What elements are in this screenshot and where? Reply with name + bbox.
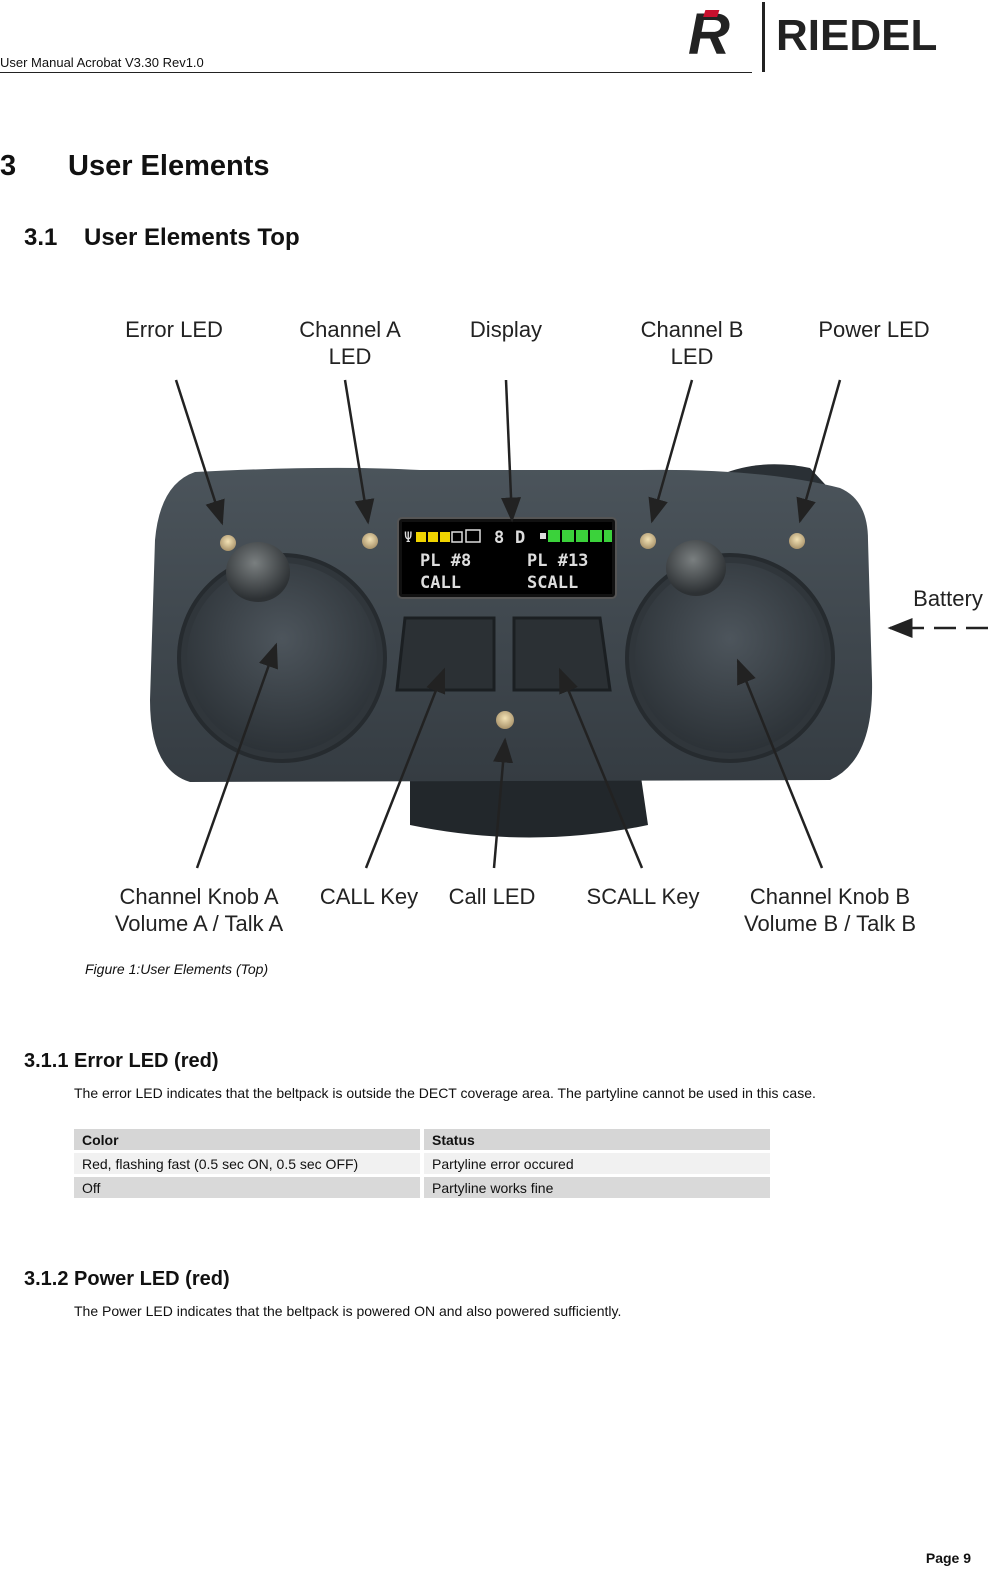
display-left-line1: PL #8 xyxy=(420,551,471,571)
display-right-line1: PL #13 xyxy=(527,551,588,571)
battery-cell xyxy=(576,530,588,542)
riedel-logo: R RIEDEL xyxy=(688,2,937,72)
beltpack-figure: Ψ 8 D PL #8 CALL PL #13 SCALL xyxy=(150,379,988,869)
display-right-line2: SCALL xyxy=(527,573,578,593)
logo-divider xyxy=(762,2,765,72)
logo-stripe xyxy=(703,10,720,17)
signal-bar xyxy=(440,532,450,542)
table-cell: Partyline works fine xyxy=(424,1177,770,1198)
arrow-call-key xyxy=(364,667,446,869)
signal-bar xyxy=(465,529,481,543)
label-battery: Battery xyxy=(913,586,983,611)
label-call-key: CALL Key xyxy=(319,884,419,909)
display-status-a: 8 xyxy=(494,528,504,548)
page-number: Page 9 xyxy=(925,1550,971,1566)
table-header-status: Status xyxy=(424,1129,770,1150)
channel-b-led xyxy=(640,533,656,549)
table-row: Red, flashing fast (0.5 sec ON, 0.5 sec … xyxy=(74,1153,770,1174)
scall-key xyxy=(512,616,612,692)
table-cell: Off xyxy=(74,1177,420,1198)
arrow-channel-a-led xyxy=(343,379,375,525)
antenna-icon: Ψ xyxy=(404,530,412,546)
figure-caption: Figure 1:User Elements (Top) xyxy=(85,961,269,977)
power-led xyxy=(789,533,805,549)
battery-cell xyxy=(590,530,602,542)
arrow-channel-knob-a xyxy=(195,642,278,869)
table-header-color: Color xyxy=(74,1129,420,1150)
signal-bar xyxy=(428,532,438,542)
error-led xyxy=(220,535,236,551)
label-call-led: Call LED xyxy=(448,884,536,909)
table-header-row: Color Status xyxy=(74,1129,770,1150)
label-display: Display xyxy=(469,317,543,342)
arrow-channel-b-led xyxy=(648,379,694,524)
document-title: User Manual Acrobat V3.30 Rev1.0 xyxy=(0,55,204,70)
arrow-power-led xyxy=(796,379,842,524)
arrow-channel-knob-b xyxy=(736,658,824,869)
table-row: Off Partyline works fine xyxy=(74,1177,770,1198)
header-rule xyxy=(0,72,752,73)
section-number: 3 xyxy=(0,150,17,182)
signal-bar xyxy=(416,532,426,542)
arrow-display xyxy=(501,379,522,523)
display-left-line2: CALL xyxy=(420,573,461,593)
call-key xyxy=(395,616,496,692)
arrow-call-led xyxy=(492,737,514,869)
battery-icon xyxy=(540,533,546,539)
power-led-description: The Power LED indicates that the beltpac… xyxy=(74,1303,622,1319)
arrow-error-led xyxy=(174,379,225,526)
display-status-b: D xyxy=(515,528,525,548)
arrow-scall-key xyxy=(558,667,644,869)
label-error-led: Error LED xyxy=(125,317,223,342)
display: Ψ 8 D PL #8 CALL PL #13 SCALL xyxy=(397,517,617,599)
error-led-heading: 3.1.1 Error LED (red) xyxy=(24,1050,219,1072)
base-stand xyxy=(410,770,648,838)
subsection-heading: 3.1 User Elements Top xyxy=(24,224,300,252)
section-heading: 3 User Elements xyxy=(0,150,270,183)
battery-cell xyxy=(604,530,612,542)
section-title: User Elements xyxy=(68,150,270,182)
battery-cell xyxy=(562,530,574,542)
error-led-table: Color Status Red, flashing fast (0.5 sec… xyxy=(70,1126,774,1201)
call-led xyxy=(496,711,514,729)
error-led-description: The error LED indicates that the beltpac… xyxy=(74,1085,816,1101)
battery-cell xyxy=(548,530,560,542)
label-power-led: Power LED xyxy=(818,317,930,342)
label-scall-key: SCALL Key xyxy=(586,884,700,909)
table-cell: Red, flashing fast (0.5 sec ON, 0.5 sec … xyxy=(74,1153,420,1174)
logo-text: RIEDEL xyxy=(776,11,937,60)
subsection-title: User Elements Top xyxy=(84,224,300,251)
channel-a-led xyxy=(362,533,378,549)
subsection-number: 3.1 xyxy=(24,224,58,251)
channel-knob-a xyxy=(177,542,387,763)
power-led-heading: 3.1.2 Power LED (red) xyxy=(24,1268,230,1290)
channel-knob-b xyxy=(625,540,835,763)
signal-bar xyxy=(451,531,463,543)
table-cell: Partyline error occured xyxy=(424,1153,770,1174)
